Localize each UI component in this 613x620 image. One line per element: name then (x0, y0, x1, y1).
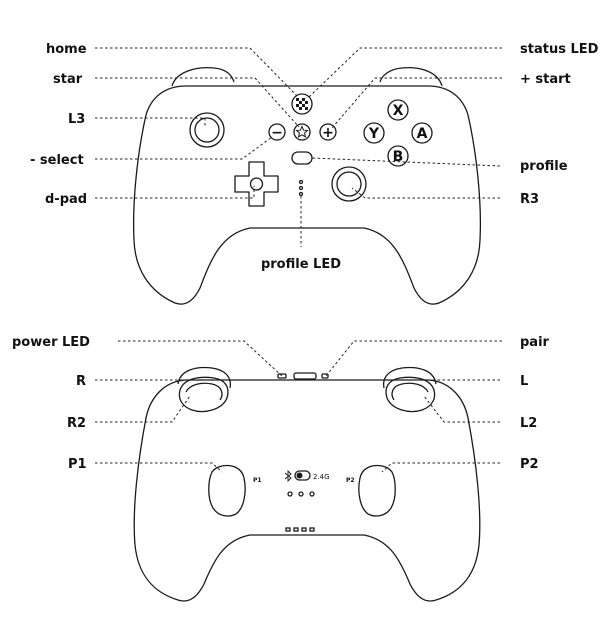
label-profile: profile (520, 159, 568, 174)
label-p1: P1 (68, 457, 87, 472)
top-edge-ports (277, 372, 329, 380)
label-l2: L2 (520, 416, 537, 431)
front-right-bumper (379, 66, 443, 87)
face-button-b[interactable]: B (387, 145, 409, 167)
p1-paddle[interactable] (208, 464, 246, 517)
minus-glyph: − (271, 125, 283, 141)
right-stick-r3[interactable] (331, 166, 367, 202)
dpad[interactable] (234, 161, 279, 207)
front-leader-lines (95, 47, 502, 247)
star-button[interactable] (293, 123, 311, 141)
back-view: P1 P2 2.4G (12, 335, 550, 602)
svg-text:X: X (393, 103, 404, 119)
front-left-bumper (171, 66, 235, 87)
label-power-led: power LED (12, 335, 90, 350)
label-profile-led: profile LED (261, 257, 341, 272)
label-r: R (76, 374, 86, 389)
face-button-x[interactable]: X (387, 99, 409, 121)
l-trigger[interactable] (382, 366, 437, 413)
svg-text:Y: Y (368, 126, 380, 142)
label-star: star (53, 72, 83, 87)
plus-glyph: + (322, 125, 334, 141)
start-button[interactable]: + (319, 123, 337, 141)
left-stick-l3[interactable] (189, 112, 225, 148)
svg-text:B: B (393, 149, 404, 165)
label-home: home (46, 42, 87, 57)
home-button[interactable] (291, 93, 313, 115)
back-indicator-dots (287, 491, 315, 497)
label-l: L (520, 374, 528, 389)
front-view: − + X Y A (30, 42, 599, 305)
p1-paddle-mark: P1 (253, 477, 262, 484)
r-trigger[interactable] (177, 366, 232, 413)
label-p2: P2 (520, 457, 539, 472)
label-status-led: status LED (520, 42, 599, 57)
bottom-connector (285, 527, 315, 532)
p2-paddle-mark: P2 (346, 477, 355, 484)
star-icon (295, 125, 309, 138)
front-controller-body (132, 85, 482, 305)
label-r3: R3 (520, 192, 539, 207)
label-start: + start (520, 72, 571, 87)
profile-button[interactable] (291, 151, 313, 165)
bluetooth-icon (284, 469, 292, 483)
profile-led-dots (298, 179, 304, 197)
label-pair: pair (520, 335, 550, 350)
face-button-a[interactable]: A (411, 122, 433, 144)
label-dpad: d-pad (45, 192, 87, 207)
face-button-y[interactable]: Y (363, 122, 385, 144)
label-select: - select (30, 153, 84, 168)
label-l3: L3 (68, 112, 85, 127)
select-button[interactable]: − (268, 123, 286, 141)
svg-text:A: A (417, 126, 428, 142)
switch-label-24g: 2.4G (313, 473, 330, 481)
p2-paddle[interactable] (358, 464, 396, 517)
back-controller-body (133, 379, 481, 602)
back-leader-lines (95, 340, 502, 473)
label-r2: R2 (67, 416, 86, 431)
mode-switch[interactable]: 2.4G (284, 469, 330, 483)
